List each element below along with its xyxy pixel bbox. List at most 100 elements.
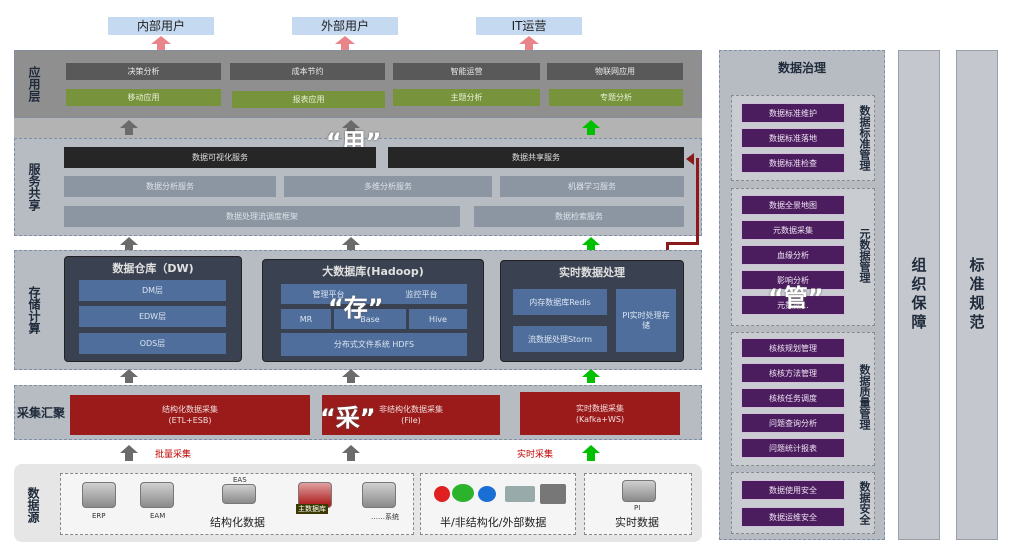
app-layer-label: 应用层: [27, 66, 41, 102]
quote-store: “存”: [328, 294, 384, 322]
pillar-org-label: 组织保障: [909, 257, 928, 333]
pillar-std-label: 标准规范: [967, 257, 986, 333]
consumer-it: IT运营: [476, 17, 582, 35]
weibo-icon: [434, 486, 450, 502]
gov-security-label: 数据安全: [858, 481, 871, 525]
arrow-stem: [525, 44, 533, 50]
source-layer-label: 数据源: [26, 487, 40, 523]
src-erp: ERP: [92, 512, 106, 520]
arrow-stem: [587, 453, 595, 461]
arrow-stem: [587, 377, 595, 383]
realtime-collect-label: 实时采集: [517, 450, 554, 460]
gov-quality-label: 数据质量管理: [858, 364, 871, 430]
arrow-stem: [347, 453, 355, 461]
database-icon: [222, 484, 256, 504]
batch-label: 批量采集: [155, 450, 192, 460]
arrow-up-icon: [120, 369, 138, 377]
gov-item[interactable]: 数据标准检查: [741, 153, 845, 173]
arrow-stem: [341, 44, 349, 50]
dw-edw: EDW层: [79, 306, 226, 327]
gov-item[interactable]: 核核任务调度: [741, 388, 845, 408]
gov-item[interactable]: 元数据...: [741, 295, 845, 315]
arrow-stem: [587, 128, 595, 135]
gov-item[interactable]: 数据标准落地: [741, 128, 845, 148]
dw-ods: ODS层: [79, 333, 226, 354]
realtime-redis: 内存数据库Redis: [513, 289, 607, 315]
gov-item[interactable]: 元数据采集: [741, 220, 845, 240]
src-eam: EAM: [150, 512, 166, 520]
gov-item[interactable]: 问题统计报表: [741, 438, 845, 458]
app-topic: 主题分析: [393, 89, 540, 106]
hadoop-mgmt: 管理平台: [281, 284, 376, 304]
gov-item[interactable]: 血缘分析: [741, 245, 845, 265]
service-analysis: 数据分析服务: [64, 176, 276, 197]
pillar-std: 标准规范: [956, 50, 998, 540]
gov-item[interactable]: 核核规划管理: [741, 338, 845, 358]
gov-item[interactable]: 影响分析: [741, 270, 845, 290]
arrow-stem: [125, 245, 133, 250]
app-mobile: 移动应用: [66, 89, 221, 106]
quote-manage: “管”: [768, 284, 824, 312]
arrow-stem: [587, 245, 595, 250]
collect-realtime: 实时数据采集 (Kafka+WS): [520, 392, 680, 435]
gov-item[interactable]: 数据全景地图: [741, 195, 845, 215]
storage-layer-label: 存储计算: [27, 286, 41, 334]
consumer-internal: 内部用户: [108, 17, 214, 35]
arrow-up-icon: [120, 237, 138, 245]
hadoop-hdfs: 分布式文件系统 HDFS: [281, 333, 467, 356]
gov-item[interactable]: 核核方法管理: [741, 363, 845, 383]
arrow-up-icon: [342, 237, 360, 245]
wechat-icon: [452, 484, 474, 502]
video-icon: [478, 486, 496, 502]
arrow-up-icon: [120, 120, 138, 128]
arrow-stem: [125, 377, 133, 383]
service-layer-label: 服务共享: [27, 163, 41, 211]
database-icon: [140, 482, 174, 508]
src-eas: EAS: [233, 476, 247, 484]
database-icon: [82, 482, 116, 508]
service-search: 数据检索服务: [474, 206, 684, 227]
app-decision: 决策分析: [66, 63, 221, 80]
band: [14, 118, 702, 138]
service-ml: 机器学习服务: [500, 176, 684, 197]
hadoop-hbase: Base: [334, 309, 406, 329]
source-structured-box: [60, 473, 414, 535]
realtime-storm: 流数据处理Storm: [513, 326, 607, 352]
device-icon: [505, 486, 535, 502]
arrow-up-icon: [342, 445, 360, 453]
gov-meta-label: 元数据管理: [858, 227, 871, 283]
hadoop-mr: MR: [281, 309, 331, 329]
gov-item[interactable]: 数据运维安全: [741, 507, 845, 527]
arrow-up-icon: [582, 120, 600, 128]
collect-structured: 结构化数据采集 (ETL+ESB): [70, 395, 310, 435]
gov-standard-label: 数据标准管理: [858, 105, 871, 171]
arrow-up-icon: [519, 36, 539, 44]
quote-collect: “采”: [320, 404, 376, 432]
app-cost: 成本节约: [230, 63, 385, 80]
structured-label: 结构化数据: [210, 516, 265, 529]
hadoop-title: 大数据库(Hadoop): [322, 265, 424, 278]
app-ops: 智能运营: [393, 63, 540, 80]
arrow-stem: [347, 377, 355, 383]
hadoop-monitor: 监控平台: [376, 284, 467, 304]
app-layer: [14, 50, 702, 118]
arrow-up-icon: [120, 445, 138, 453]
realtime-pi: PI实时处理存储: [616, 289, 676, 352]
collect-layer-label: 采集汇聚: [16, 405, 65, 420]
arrow-up-icon: [582, 237, 600, 245]
service-visual: 数据可视化服务: [64, 147, 376, 168]
src-other: ……系统: [371, 513, 399, 521]
realtime-title: 实时数据处理: [559, 266, 625, 279]
arrow-left-icon: [686, 153, 694, 165]
gov-item[interactable]: 数据使用安全: [741, 480, 845, 500]
arrow-up-icon: [151, 36, 171, 44]
arrow-up-icon: [342, 120, 360, 128]
arrow-stem: [347, 245, 355, 250]
arrow-up-icon: [582, 369, 600, 377]
arrow-up-icon: [582, 445, 600, 453]
service-share: 数据共享服务: [388, 147, 684, 168]
hadoop-hive: Hive: [409, 309, 467, 329]
gov-item[interactable]: 数据标准维护: [741, 103, 845, 123]
src-master: 主数据库: [296, 504, 328, 514]
gov-item[interactable]: 问题查询分析: [741, 413, 845, 433]
